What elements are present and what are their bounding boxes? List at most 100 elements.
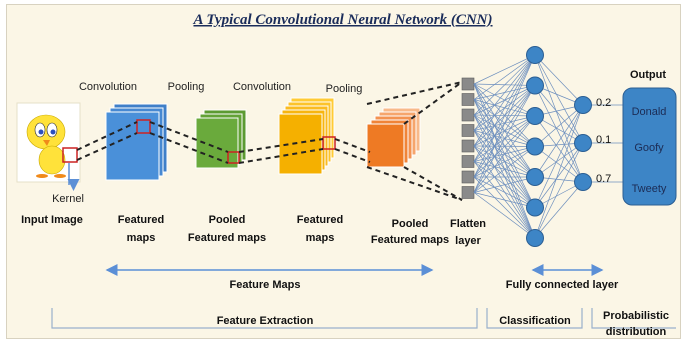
output-node <box>574 96 592 114</box>
connection-line <box>534 142 584 208</box>
connection-line <box>473 192 536 239</box>
section-braces <box>51 308 676 329</box>
connection-line <box>473 85 536 193</box>
connection-line <box>534 181 584 239</box>
label-feature-maps: Feature Maps <box>230 279 301 291</box>
label-featured-maps-2-line2: maps <box>306 232 335 244</box>
connection-line <box>473 146 536 193</box>
label-fully-connected: Fully connected layer <box>506 279 619 291</box>
label-classification: Classification <box>499 315 571 327</box>
connection-line <box>534 54 584 183</box>
connection-line <box>534 146 584 183</box>
label-probabilistic-line1: Probabilistic <box>603 310 669 322</box>
prob-value-goofy: 0.1 <box>596 134 611 146</box>
connection-line <box>473 176 536 239</box>
flatten-cell <box>461 186 475 199</box>
label-pooled-maps-2-line2: Featured maps <box>371 234 449 246</box>
connection-line <box>534 104 584 178</box>
label-probabilistic-line2: distribution <box>606 326 667 338</box>
connection-line <box>534 54 584 144</box>
output-node-layer <box>574 96 592 191</box>
prob-value-tweety: 0.7 <box>596 173 611 185</box>
connection-line <box>473 85 536 178</box>
hidden-node <box>526 46 544 64</box>
prob-value-donald: 0.2 <box>596 97 611 109</box>
connection-line <box>473 54 536 162</box>
connection-line <box>534 54 584 106</box>
output-class-tweety: Tweety <box>632 183 667 195</box>
hidden-layer <box>526 46 544 247</box>
conv1-feature-maps <box>105 103 168 181</box>
hidden-node <box>526 168 544 186</box>
output-node <box>574 173 592 191</box>
label-feature-extraction: Feature Extraction <box>217 315 314 327</box>
label-featured-maps-2-line1: Featured <box>297 214 343 226</box>
hidden-node <box>526 107 544 125</box>
flatten-cell <box>461 108 475 122</box>
label-pooled-maps-2-line1: Pooled <box>392 218 429 230</box>
input-image <box>16 102 81 183</box>
flatten-layer <box>461 77 475 199</box>
connection-line <box>534 104 584 239</box>
projection-lines <box>76 81 463 201</box>
connection-line <box>473 146 536 178</box>
connection-line <box>534 85 584 144</box>
connection-line <box>473 115 536 178</box>
label-featured-maps-1-line2: maps <box>127 232 156 244</box>
input-kernel-box <box>62 147 78 163</box>
flatten-cell <box>461 139 475 153</box>
connection-line <box>534 85 584 183</box>
pool2-feature-maps <box>366 107 421 168</box>
flatten-cell <box>461 93 475 106</box>
connection-line <box>534 181 584 208</box>
connection-line <box>534 115 584 144</box>
connection-line <box>473 54 536 85</box>
stage-label-pooling-1: Pooling <box>168 81 205 93</box>
connection-line <box>473 176 536 193</box>
label-pooled-maps-1-line1: Pooled <box>209 214 246 226</box>
label-flatten-line1: Flatten <box>450 218 486 230</box>
flatten-cell <box>461 77 475 91</box>
kernel-label: Kernel <box>52 193 84 205</box>
connection-line <box>473 192 536 208</box>
connection-line <box>473 54 536 100</box>
label-input-image: Input Image <box>21 214 83 226</box>
connection-line <box>473 54 536 131</box>
connection-line <box>534 115 584 183</box>
conv1-kernel-box <box>136 119 151 134</box>
connection-line <box>473 54 536 193</box>
pool1-kernel-box <box>227 151 240 164</box>
hidden-node <box>526 76 544 95</box>
connection-line <box>473 115 536 193</box>
diagram-title: A Typical Convolutional Neural Network (… <box>192 12 492 28</box>
flatten-cell <box>461 124 475 137</box>
connection-line <box>473 176 536 208</box>
hidden-to-output-connections <box>534 54 584 239</box>
output-class-goofy: Goofy <box>634 142 664 154</box>
flatten-cell <box>461 155 475 168</box>
output-node <box>574 134 592 152</box>
flatten-cell <box>461 170 475 184</box>
connection-line <box>473 54 536 116</box>
stage-label-pooling-2: Pooling <box>326 83 363 95</box>
label-featured-maps-1-line1: Featured <box>118 214 164 226</box>
connection-line <box>473 54 536 178</box>
stage-label-convolution-2: Convolution <box>233 81 291 93</box>
connection-line <box>534 142 584 178</box>
connection-line <box>534 142 584 239</box>
hidden-node <box>526 229 544 247</box>
conv2-kernel-box <box>322 136 336 150</box>
connection-line <box>473 54 536 147</box>
hidden-node <box>526 137 544 156</box>
conv2-feature-maps <box>278 97 335 175</box>
hidden-node <box>526 198 544 217</box>
output-heading: Output <box>630 69 666 81</box>
output-box <box>622 87 677 206</box>
label-flatten-line2: layer <box>455 235 481 247</box>
connection-line <box>534 104 584 147</box>
flatten-to-hidden-connections <box>473 54 536 239</box>
connection-line <box>534 104 584 208</box>
stage-label-convolution-1: Convolution <box>79 81 137 93</box>
